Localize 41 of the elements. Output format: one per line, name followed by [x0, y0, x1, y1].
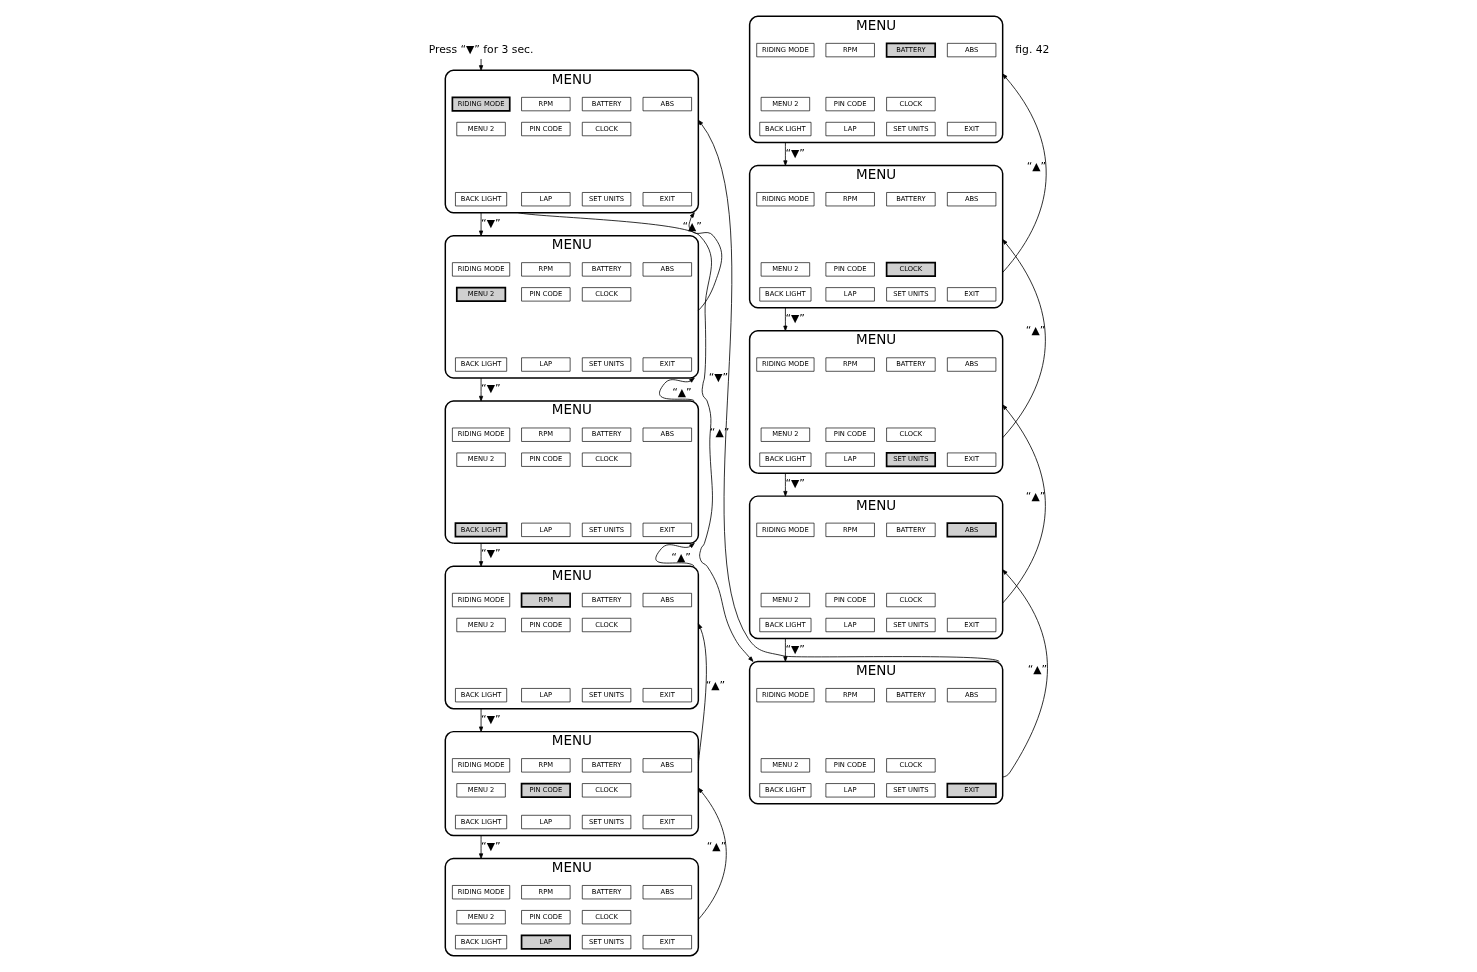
arrow: [688, 212, 722, 311]
edge-label: “▼”: [784, 477, 805, 491]
arrow: [658, 377, 695, 402]
arrow: [782, 638, 787, 662]
edge-label: “▲”: [1025, 324, 1045, 338]
edge-label: “▼”: [784, 642, 805, 656]
arrow: [697, 787, 727, 920]
edge-label: “▼”: [480, 839, 501, 853]
edge-label: “▲”: [681, 219, 702, 233]
arrow: [1001, 73, 1047, 273]
arrow: [478, 542, 483, 567]
arrow: [478, 835, 483, 859]
arrow: [782, 472, 787, 497]
edge-label: “▲”: [1025, 489, 1045, 503]
edge-label: “▼”: [480, 382, 501, 396]
arrow: [478, 212, 483, 237]
edge-label: “▼”: [480, 216, 501, 230]
arrow: [1001, 404, 1046, 604]
arrow: [1001, 569, 1048, 778]
arrow: [697, 623, 707, 764]
edge-label: “▲”: [671, 386, 692, 400]
edge-label: “▼”: [784, 146, 805, 160]
edge-label: “▲”: [670, 550, 691, 564]
edge-label: “▲”: [709, 425, 729, 439]
edge-label: “▲”: [706, 840, 726, 854]
arrow: [478, 708, 483, 733]
arrow: [782, 307, 787, 332]
edge-label: “▼”: [480, 712, 501, 726]
node-text: Press “▼” for 3 sec.: [428, 42, 533, 56]
edge-label: “▲”: [705, 679, 725, 693]
edge-label: “▲”: [1027, 663, 1047, 677]
arrow: [478, 58, 483, 71]
edge-label: “▼”: [480, 547, 501, 561]
edge-label: “▼”: [784, 311, 805, 325]
arrow: [654, 542, 695, 567]
edge-label: “▲”: [1026, 159, 1046, 173]
label: fig. 42: [1014, 42, 1049, 56]
arrow: [1001, 239, 1046, 439]
arrow: [478, 377, 483, 402]
arrow: [782, 142, 787, 166]
edge-label: “▼”: [708, 371, 728, 385]
